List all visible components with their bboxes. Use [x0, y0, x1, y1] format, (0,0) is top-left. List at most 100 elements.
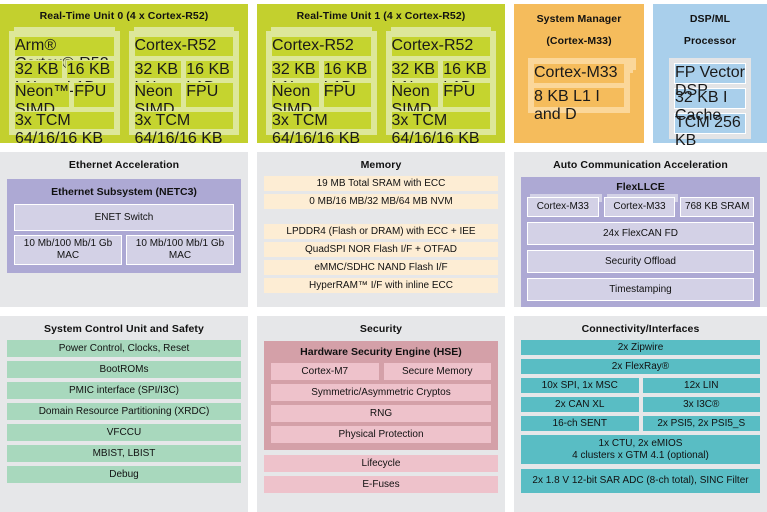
- rtu0-title: Real-Time Unit 0 (4 x Cortex-R52): [39, 10, 209, 22]
- core-l1i: 32 KB L1I: [271, 60, 320, 96]
- security-item: E-Fuses: [264, 476, 498, 493]
- system-control-item: MBIST, LBIST: [7, 445, 241, 462]
- connectivity-pair-row: 10x SPI, 1x MSC 12x LIN: [521, 378, 760, 393]
- system-manager-item: Cortex-M33: [533, 63, 625, 84]
- auto-comm-title: Auto Communication Acceleration: [553, 159, 728, 171]
- core-l1d: 16 KB L1D: [65, 60, 115, 96]
- core-simd: Neon SIMD: [271, 82, 320, 118]
- hardware-security-engine: Hardware Security Engine (HSE) Cortex-M7…: [264, 341, 498, 450]
- memory-item: 0 MB/16 MB/32 MB/64 MB NVM: [264, 194, 498, 209]
- enet-switch: ENET Switch: [14, 204, 234, 231]
- core-tcm: 3x TCM 64/16/16 KB: [14, 111, 115, 147]
- panel-system-manager: System Manager (Cortex-M33) Cortex-M33 8…: [514, 4, 644, 143]
- dsp-frame: FP Vector DSP 32 KB I Cache TCM 256 KB: [669, 58, 751, 149]
- system-control-list: Power Control, Clocks, Reset BootROMs PM…: [0, 336, 248, 483]
- hse-top-row: Cortex-M7 Secure Memory: [271, 363, 491, 380]
- memory-item: eMMC/SDHC NAND Flash I/F: [264, 260, 498, 275]
- ethernet-title: Ethernet Acceleration: [68, 159, 180, 171]
- memory-item: QuadSPI NOR Flash I/F + OTFAD: [264, 242, 498, 257]
- core-tcm: 3x TCM 64/16/16 KB: [390, 111, 491, 147]
- core-l1i: 32 KB L1I: [390, 60, 440, 96]
- connectivity-adc-block: 2x 1.8 V 12-bit SAR ADC (8-ch total), SI…: [521, 469, 760, 493]
- core-fpu: FPU: [185, 82, 234, 108]
- hse-item: Symmetric/Asymmetric Cryptos: [271, 384, 491, 401]
- connectivity-title: Connectivity/Interfaces: [581, 323, 700, 335]
- system-control-item: PMIC interface (SPI/I3C): [7, 382, 241, 399]
- hse-secure-memory: Secure Memory: [383, 363, 491, 380]
- dsp-title-line1: DSP/ML: [689, 13, 731, 25]
- flexllce-core-stack-1: Cortex-M33: [603, 194, 679, 217]
- system-manager-frame: Cortex-M33 8 KB L1 I and D: [528, 58, 630, 123]
- core-name: Cortex-R52: [271, 36, 372, 57]
- connectivity-item: 2x FlexRay®: [521, 359, 760, 374]
- core-l1i: 32 KB L1I: [14, 60, 63, 96]
- rtu0-core-1: Cortex-R52 32 KB L1I 16 KB L1D Neon SIMD…: [128, 27, 239, 147]
- hse-title: Hardware Security Engine (HSE): [300, 346, 462, 358]
- core-l1d: 16 KB L1D: [442, 60, 491, 96]
- flexllce-core-row: Cortex-M33 Cortex-M33 768 KB SRAM: [527, 194, 755, 217]
- dsp-item: 32 KB I Cache: [674, 88, 746, 124]
- core-fpu: FPU: [322, 82, 372, 108]
- system-control-item: BootROMs: [7, 361, 241, 378]
- memory-item: LPDDR4 (Flash or DRAM) with ECC + IEE: [264, 224, 498, 239]
- panel-dsp-ml-processor: DSP/ML Processor FP Vector DSP 32 KB I C…: [653, 4, 767, 149]
- ethernet-subsystem: Ethernet Subsystem (NETC3) ENET Switch 1…: [7, 179, 241, 273]
- memory-item: HyperRAM™ I/F with inline ECC: [264, 278, 498, 293]
- security-item: Lifecycle: [264, 455, 498, 472]
- rtu1-title: Real-Time Unit 1 (4 x Cortex-R52): [296, 10, 466, 22]
- flexllce-sram: 768 KB SRAM: [680, 197, 755, 217]
- memory-group-gap: [264, 212, 498, 224]
- auto-comm-item: Timestamping: [527, 278, 754, 301]
- memory-item: 19 MB Total SRAM with ECC: [264, 176, 498, 191]
- core-tcm: 3x TCM 64/16/16 KB: [271, 111, 372, 147]
- connectivity-item: 16-ch SENT: [521, 416, 639, 431]
- core-l1d: 16 KB L1D: [185, 60, 234, 96]
- rtu0-core-list: Arm® Cortex®-R52 32 KB L1I 16 KB L1D Neo…: [0, 23, 248, 147]
- system-control-item: Debug: [7, 466, 241, 483]
- core-simd: Neon SIMD: [133, 82, 183, 118]
- connectivity-item: 2x PSI5, 2x PSI5_S: [642, 416, 760, 431]
- system-manager-title-line1: System Manager: [536, 13, 622, 25]
- system-manager-stack: Cortex-M33 8 KB L1 I and D: [528, 58, 636, 123]
- connectivity-pair-row: 2x CAN XL 3x I3C®: [521, 397, 760, 412]
- system-control-item: Domain Resource Partitioning (XRDC): [7, 403, 241, 420]
- rtu0-core-0: Arm® Cortex®-R52 32 KB L1I 16 KB L1D Neo…: [9, 27, 120, 147]
- memory-list: 19 MB Total SRAM with ECC 0 MB/16 MB/32 …: [257, 172, 505, 293]
- rtu1-core-1: Cortex-R52 32 KB L1I 16 KB L1D Neon SIMD…: [385, 27, 496, 147]
- system-control-title: System Control Unit and Safety: [44, 323, 204, 335]
- flexllce-title: FlexLLCE: [616, 181, 665, 193]
- connectivity-timer-block: 1x CTU, 2x eMIOS 4 clusters x GTM 4.1 (o…: [521, 435, 760, 464]
- flexllce-block: FlexLLCE Cortex-M33 Cortex-M33 768 KB SR…: [521, 177, 760, 307]
- panel-connectivity-interfaces: Connectivity/Interfaces 2x Zipwire 2x Fl…: [514, 316, 767, 512]
- security-title: Security: [359, 323, 403, 335]
- flexllce-core: Cortex-M33: [527, 197, 599, 217]
- dsp-title-line2: Processor: [683, 35, 737, 47]
- connectivity-item: 2x CAN XL: [521, 397, 639, 412]
- ethernet-mac-row: 10 Mb/100 Mb/1 Gb MAC 10 Mb/100 Mb/1 Gb …: [14, 235, 234, 265]
- panel-memory: Memory 19 MB Total SRAM with ECC 0 MB/16…: [257, 152, 505, 307]
- hse-item: Physical Protection: [271, 426, 491, 443]
- core-l1d: 16 KB L1D: [322, 60, 372, 96]
- system-manager-title-line2: (Cortex-M33): [546, 35, 612, 47]
- core-simd: Neon SIMD: [390, 82, 440, 118]
- auto-comm-item: Security Offload: [527, 250, 754, 273]
- core-name: Cortex-R52: [133, 36, 234, 57]
- hse-item: RNG: [271, 405, 491, 422]
- panel-real-time-unit-0: Real-Time Unit 0 (4 x Cortex-R52) Arm® C…: [0, 4, 248, 147]
- memory-title: Memory: [360, 159, 402, 171]
- connectivity-item: 3x I3C®: [642, 397, 760, 412]
- connectivity-pair-row: 16-ch SENT 2x PSI5, 2x PSI5_S: [521, 416, 760, 431]
- ethernet-mac: 10 Mb/100 Mb/1 Gb MAC: [14, 235, 122, 265]
- rtu1-core-0: Cortex-R52 32 KB L1I 16 KB L1D Neon SIMD…: [266, 27, 377, 147]
- core-simd: Neon™ SIMD: [14, 82, 71, 118]
- ethernet-mac: 10 Mb/100 Mb/1 Gb MAC: [126, 235, 234, 265]
- connectivity-list: 2x Zipwire 2x FlexRay® 10x SPI, 1x MSC 1…: [514, 336, 767, 493]
- connectivity-item: 10x SPI, 1x MSC: [521, 378, 639, 393]
- core-name: Cortex-R52: [390, 36, 491, 57]
- security-tail-list: Lifecycle E-Fuses: [257, 450, 505, 493]
- system-control-item: VFCCU: [7, 424, 241, 441]
- system-control-item: Power Control, Clocks, Reset: [7, 340, 241, 357]
- panel-real-time-unit-1: Real-Time Unit 1 (4 x Cortex-R52) Cortex…: [257, 4, 505, 147]
- core-fpu: FPU: [442, 82, 491, 108]
